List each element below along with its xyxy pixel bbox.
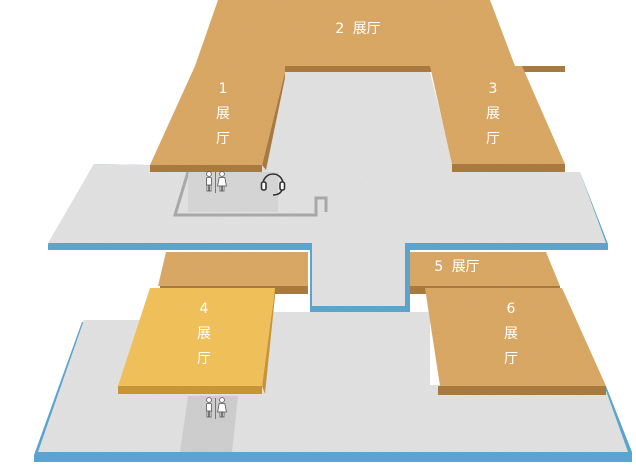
- hall-4[interactable]: 4 展 厅: [118, 288, 275, 394]
- hall-6[interactable]: 6 展 厅: [425, 288, 606, 395]
- hall-4-surface: [118, 288, 275, 386]
- service-desk-headset-icon[interactable]: [260, 173, 286, 196]
- hall-1-char2: 厅: [216, 131, 230, 147]
- hall-5-number: 5: [434, 259, 443, 275]
- hall-1-surface: [150, 66, 285, 165]
- upper-floor-surface: [48, 72, 606, 306]
- hall-6-char2: 厅: [504, 351, 518, 367]
- hall-1[interactable]: 1 展 厅: [150, 66, 285, 172]
- restroom-icon[interactable]: [206, 171, 227, 193]
- hall-2-text: 展厅: [353, 21, 381, 37]
- hall-1-char1: 展: [216, 106, 230, 122]
- service-area-floor: [188, 172, 278, 212]
- hall-4-side: [118, 386, 262, 394]
- hall-6-char1: 展: [504, 326, 518, 342]
- hall-6-surface: [425, 288, 606, 386]
- connector-edge: [310, 306, 410, 312]
- service-area-outline: [172, 171, 328, 217]
- restroom-icon-lower[interactable]: [206, 397, 227, 419]
- hall-2-number: 2: [335, 21, 344, 37]
- hall-5-label: 5 展厅: [434, 259, 479, 275]
- hall-3-char2: 厅: [486, 131, 500, 147]
- hall-2-label: 2 展厅: [335, 21, 380, 37]
- hall-5-text: 展厅: [452, 259, 480, 275]
- hall-1-inner-side: [262, 72, 285, 170]
- hall-1-side: [150, 165, 262, 172]
- hall-6-number: 6: [507, 301, 516, 317]
- hall-4-right-side: [262, 288, 275, 394]
- hall-3[interactable]: 3 展 厅: [430, 66, 565, 172]
- upper-floor: [48, 72, 608, 312]
- hall-2-surface: [195, 0, 515, 66]
- hall-5-left-surface: [158, 252, 308, 286]
- hall-2[interactable]: 2 展厅: [195, 0, 565, 72]
- hall-3-number: 3: [489, 81, 498, 97]
- hall-4-char1: 展: [197, 326, 211, 342]
- hall-6-side: [438, 386, 606, 395]
- hall-3-char1: 展: [486, 106, 500, 122]
- hall-3-side: [452, 164, 565, 172]
- hall-4-number: 4: [200, 301, 209, 317]
- hall-5-surface: [410, 252, 560, 286]
- hall-3-surface: [430, 66, 565, 164]
- hall-1-number: 1: [219, 81, 228, 97]
- hall-4-char2: 厅: [197, 351, 211, 367]
